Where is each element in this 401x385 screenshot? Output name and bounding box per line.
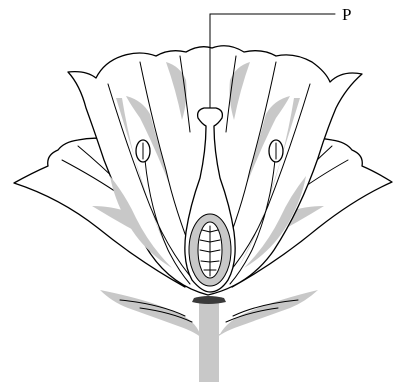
- ovary: [189, 214, 231, 286]
- flower-stalk: [199, 300, 219, 382]
- receptacle: [192, 296, 226, 304]
- label-p: P: [342, 5, 351, 24]
